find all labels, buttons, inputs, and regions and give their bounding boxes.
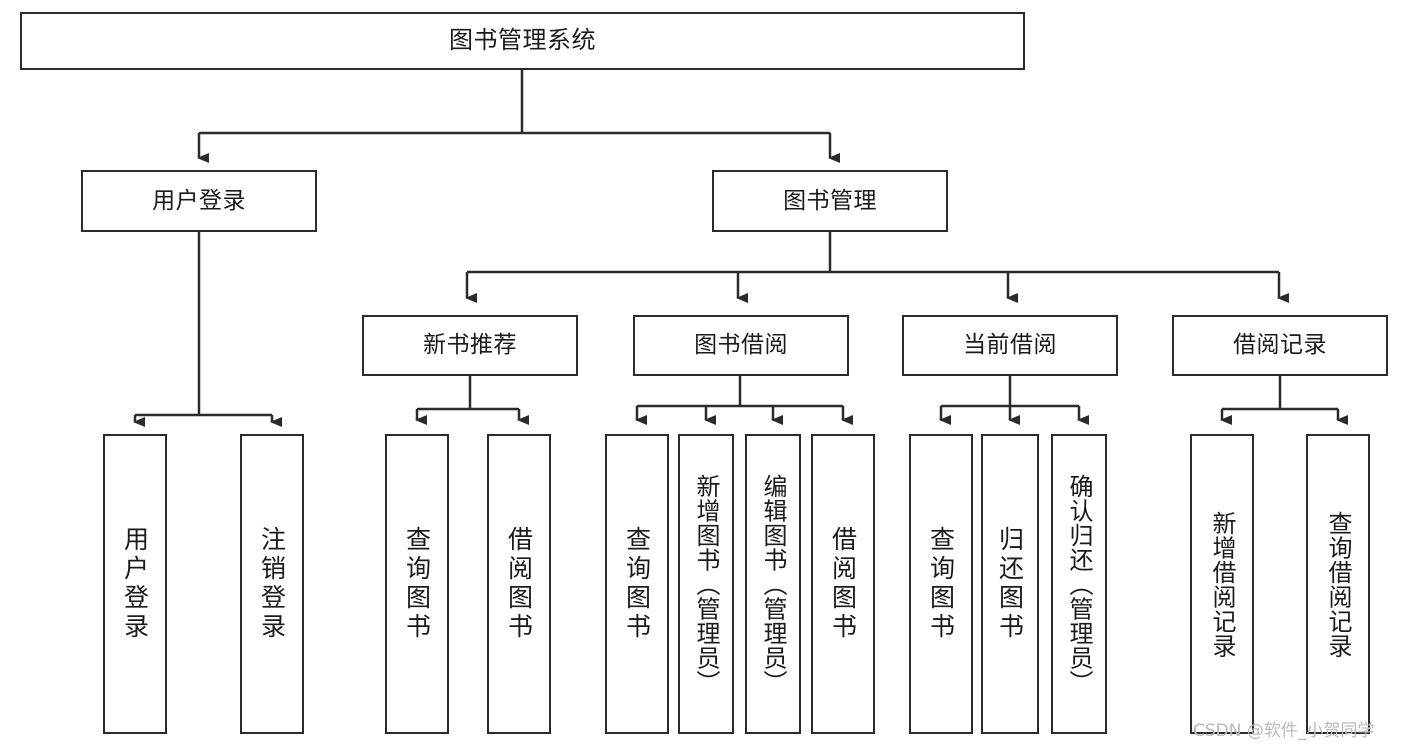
leaf-add-borrow-record[interactable]: 新增借阅记录 bbox=[1190, 434, 1254, 734]
node-current-borrow[interactable]: 当前借阅 bbox=[902, 315, 1118, 376]
node-label: 借阅图书 bbox=[504, 526, 534, 642]
leaf-borrow-book[interactable]: 借阅图书 bbox=[811, 434, 875, 734]
node-label: 用户登录 bbox=[152, 187, 246, 214]
leaf-confirm-return-admin[interactable]: 确认归还（管理员） bbox=[1051, 434, 1107, 734]
node-label: 查询图书 bbox=[622, 526, 652, 642]
node-label: 图书借阅 bbox=[694, 332, 788, 359]
leaf-query-book-recommend[interactable]: 查询图书 bbox=[385, 434, 449, 734]
node-label: 查询借阅记录 bbox=[1324, 510, 1352, 658]
leaf-user-login[interactable]: 用户登录 bbox=[103, 434, 167, 734]
leaf-query-book-current[interactable]: 查询图书 bbox=[909, 434, 973, 734]
node-user-login[interactable]: 用户登录 bbox=[81, 170, 317, 232]
node-label: 借阅图书 bbox=[828, 526, 858, 642]
node-label: 查询图书 bbox=[402, 526, 432, 642]
node-book-management[interactable]: 图书管理 bbox=[712, 170, 948, 232]
csdn-watermark: CSDN @软件_小贺同学 bbox=[1193, 716, 1374, 741]
node-label: 归还图书 bbox=[995, 526, 1025, 642]
node-label: 查询图书 bbox=[926, 526, 956, 642]
node-new-book-recommend[interactable]: 新书推荐 bbox=[362, 315, 578, 376]
leaf-return-book[interactable]: 归还图书 bbox=[981, 434, 1039, 734]
node-root-system[interactable]: 图书管理系统 bbox=[20, 12, 1025, 70]
leaf-edit-book-admin[interactable]: 编辑图书（管理员） bbox=[745, 434, 801, 734]
node-borrow-records[interactable]: 借阅记录 bbox=[1172, 315, 1388, 376]
node-label: 新增图书（管理员） bbox=[692, 473, 720, 695]
node-book-borrow[interactable]: 图书借阅 bbox=[633, 315, 849, 376]
node-label: 用户登录 bbox=[120, 526, 150, 642]
node-label: 注销登录 bbox=[257, 526, 287, 642]
leaf-borrow-book-recommend[interactable]: 借阅图书 bbox=[487, 434, 551, 734]
node-label: 确认归还（管理员） bbox=[1065, 473, 1093, 695]
watermark-text: CSDN @软件_小贺同学 bbox=[1193, 721, 1375, 741]
node-label: 图书管理 bbox=[783, 187, 877, 214]
node-label: 新书推荐 bbox=[423, 332, 517, 359]
node-label: 图书管理系统 bbox=[449, 26, 596, 55]
node-label: 当前借阅 bbox=[963, 332, 1057, 359]
leaf-query-book-borrow[interactable]: 查询图书 bbox=[605, 434, 669, 734]
leaf-query-borrow-record[interactable]: 查询借阅记录 bbox=[1306, 434, 1370, 734]
node-label: 编辑图书（管理员） bbox=[759, 473, 787, 695]
leaf-logout[interactable]: 注销登录 bbox=[240, 434, 304, 734]
leaf-add-book-admin[interactable]: 新增图书（管理员） bbox=[678, 434, 734, 734]
node-label: 借阅记录 bbox=[1233, 332, 1327, 359]
node-label: 新增借阅记录 bbox=[1208, 510, 1236, 658]
